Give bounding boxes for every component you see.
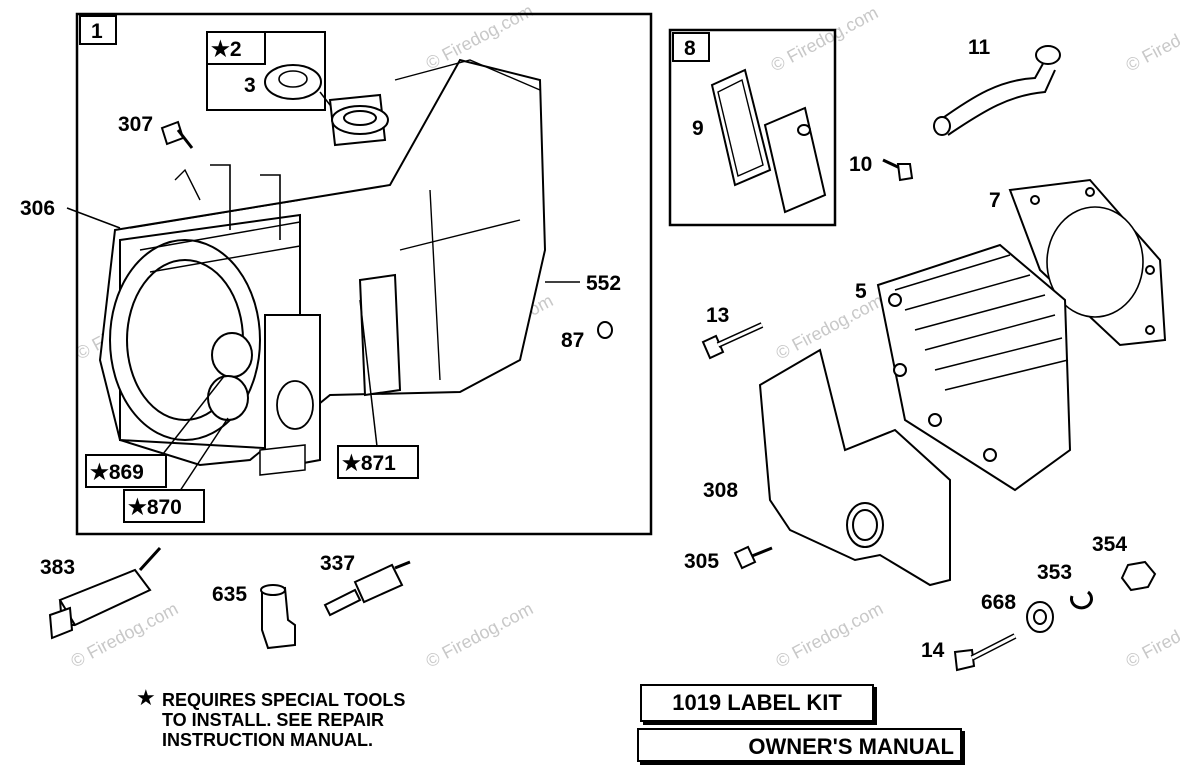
screw-10-part: [882, 158, 914, 182]
bolt-307-part: [160, 120, 194, 149]
callout-552: 552: [586, 272, 621, 295]
special-tools-star-icon: ★: [136, 686, 156, 711]
note-line: TO INSTALL. SEE REPAIR: [162, 710, 385, 730]
callout-5: 5: [855, 280, 867, 303]
breather-gasket-part: [710, 68, 772, 187]
watermark: © Firedog.com: [422, 0, 536, 73]
callout-305: 305: [684, 550, 719, 573]
callout-869: ★869: [90, 461, 144, 484]
owners-manual-box: OWNER'S MANUAL: [637, 728, 962, 762]
nut-354-part: [1120, 560, 1157, 592]
watermark: © Firedog.com: [772, 598, 886, 671]
callout-668: 668: [981, 591, 1016, 614]
label-kit-box: 1019 LABEL KIT: [640, 684, 874, 722]
shield-308-part: [758, 348, 951, 587]
watermark: © Firedog.com: [772, 290, 886, 363]
watermark: © Firedog.com: [422, 598, 536, 671]
breather-cover-part: [763, 106, 827, 214]
cylinder-block-part: [98, 58, 547, 476]
callout-354: 354: [1092, 533, 1127, 556]
watermark: © Firedog.com: [767, 2, 881, 75]
callout-353: 353: [1037, 561, 1072, 584]
cylinder-head-part: [876, 243, 1072, 492]
owners-manual-text: OWNER'S MANUAL: [748, 734, 954, 759]
callout-9: 9: [692, 117, 704, 140]
spark-plug-boot-part: [260, 584, 296, 650]
callout-307: 307: [118, 113, 153, 136]
callout-383: 383: [40, 556, 75, 579]
bolt-13-part: [701, 322, 764, 360]
breather-tube-part: [933, 45, 1061, 136]
plug-869: [211, 332, 253, 378]
group-label-main: 1: [91, 20, 103, 43]
seal-callout-box: ★2 3: [206, 31, 341, 119]
spark-plug-part: [323, 560, 411, 617]
stud-14-part: [953, 633, 1017, 672]
callout-87: 87: [561, 329, 584, 352]
leader-lines-main: [66, 207, 580, 504]
watermark: © Firedog.com: [1122, 2, 1180, 75]
callout-10: 10: [849, 153, 872, 176]
callout-14: 14: [921, 639, 945, 662]
watermark: © Firedog.com: [1122, 598, 1180, 671]
group-label-box: [79, 15, 117, 45]
callout-7: 7: [989, 189, 1001, 212]
washer-87-part: [597, 321, 613, 339]
spark-plug-wrench-part: [48, 546, 162, 640]
callout-11: 11: [968, 36, 991, 59]
label-kit-text: 1019 LABEL KIT: [672, 690, 842, 715]
special-tools-note: REQUIRES SPECIAL TOOLS TO INSTALL. SEE R…: [162, 690, 492, 750]
callout-871: ★871: [342, 452, 396, 475]
head-gasket-part: [1008, 178, 1167, 347]
group-frame-gasket: [668, 28, 837, 227]
callout-3: 3: [244, 74, 256, 97]
callout-2: ★2: [211, 38, 242, 61]
group-label-gasket: 8: [684, 37, 696, 60]
group-frame-main: [75, 12, 653, 536]
screw-305-part: [733, 545, 773, 570]
plug-870: [207, 375, 249, 421]
note-line: REQUIRES SPECIAL TOOLS: [162, 690, 406, 710]
callout-306: 306: [20, 197, 55, 220]
callout-337: 337: [320, 552, 355, 575]
washer-668-part: [1026, 601, 1054, 633]
callout-870: ★870: [128, 496, 182, 519]
callout-13: 13: [706, 304, 729, 327]
note-line: INSTRUCTION MANUAL.: [162, 730, 373, 750]
callout-308: 308: [703, 479, 738, 502]
lockwasher-353-part: [1070, 590, 1093, 610]
callout-635: 635: [212, 583, 247, 606]
